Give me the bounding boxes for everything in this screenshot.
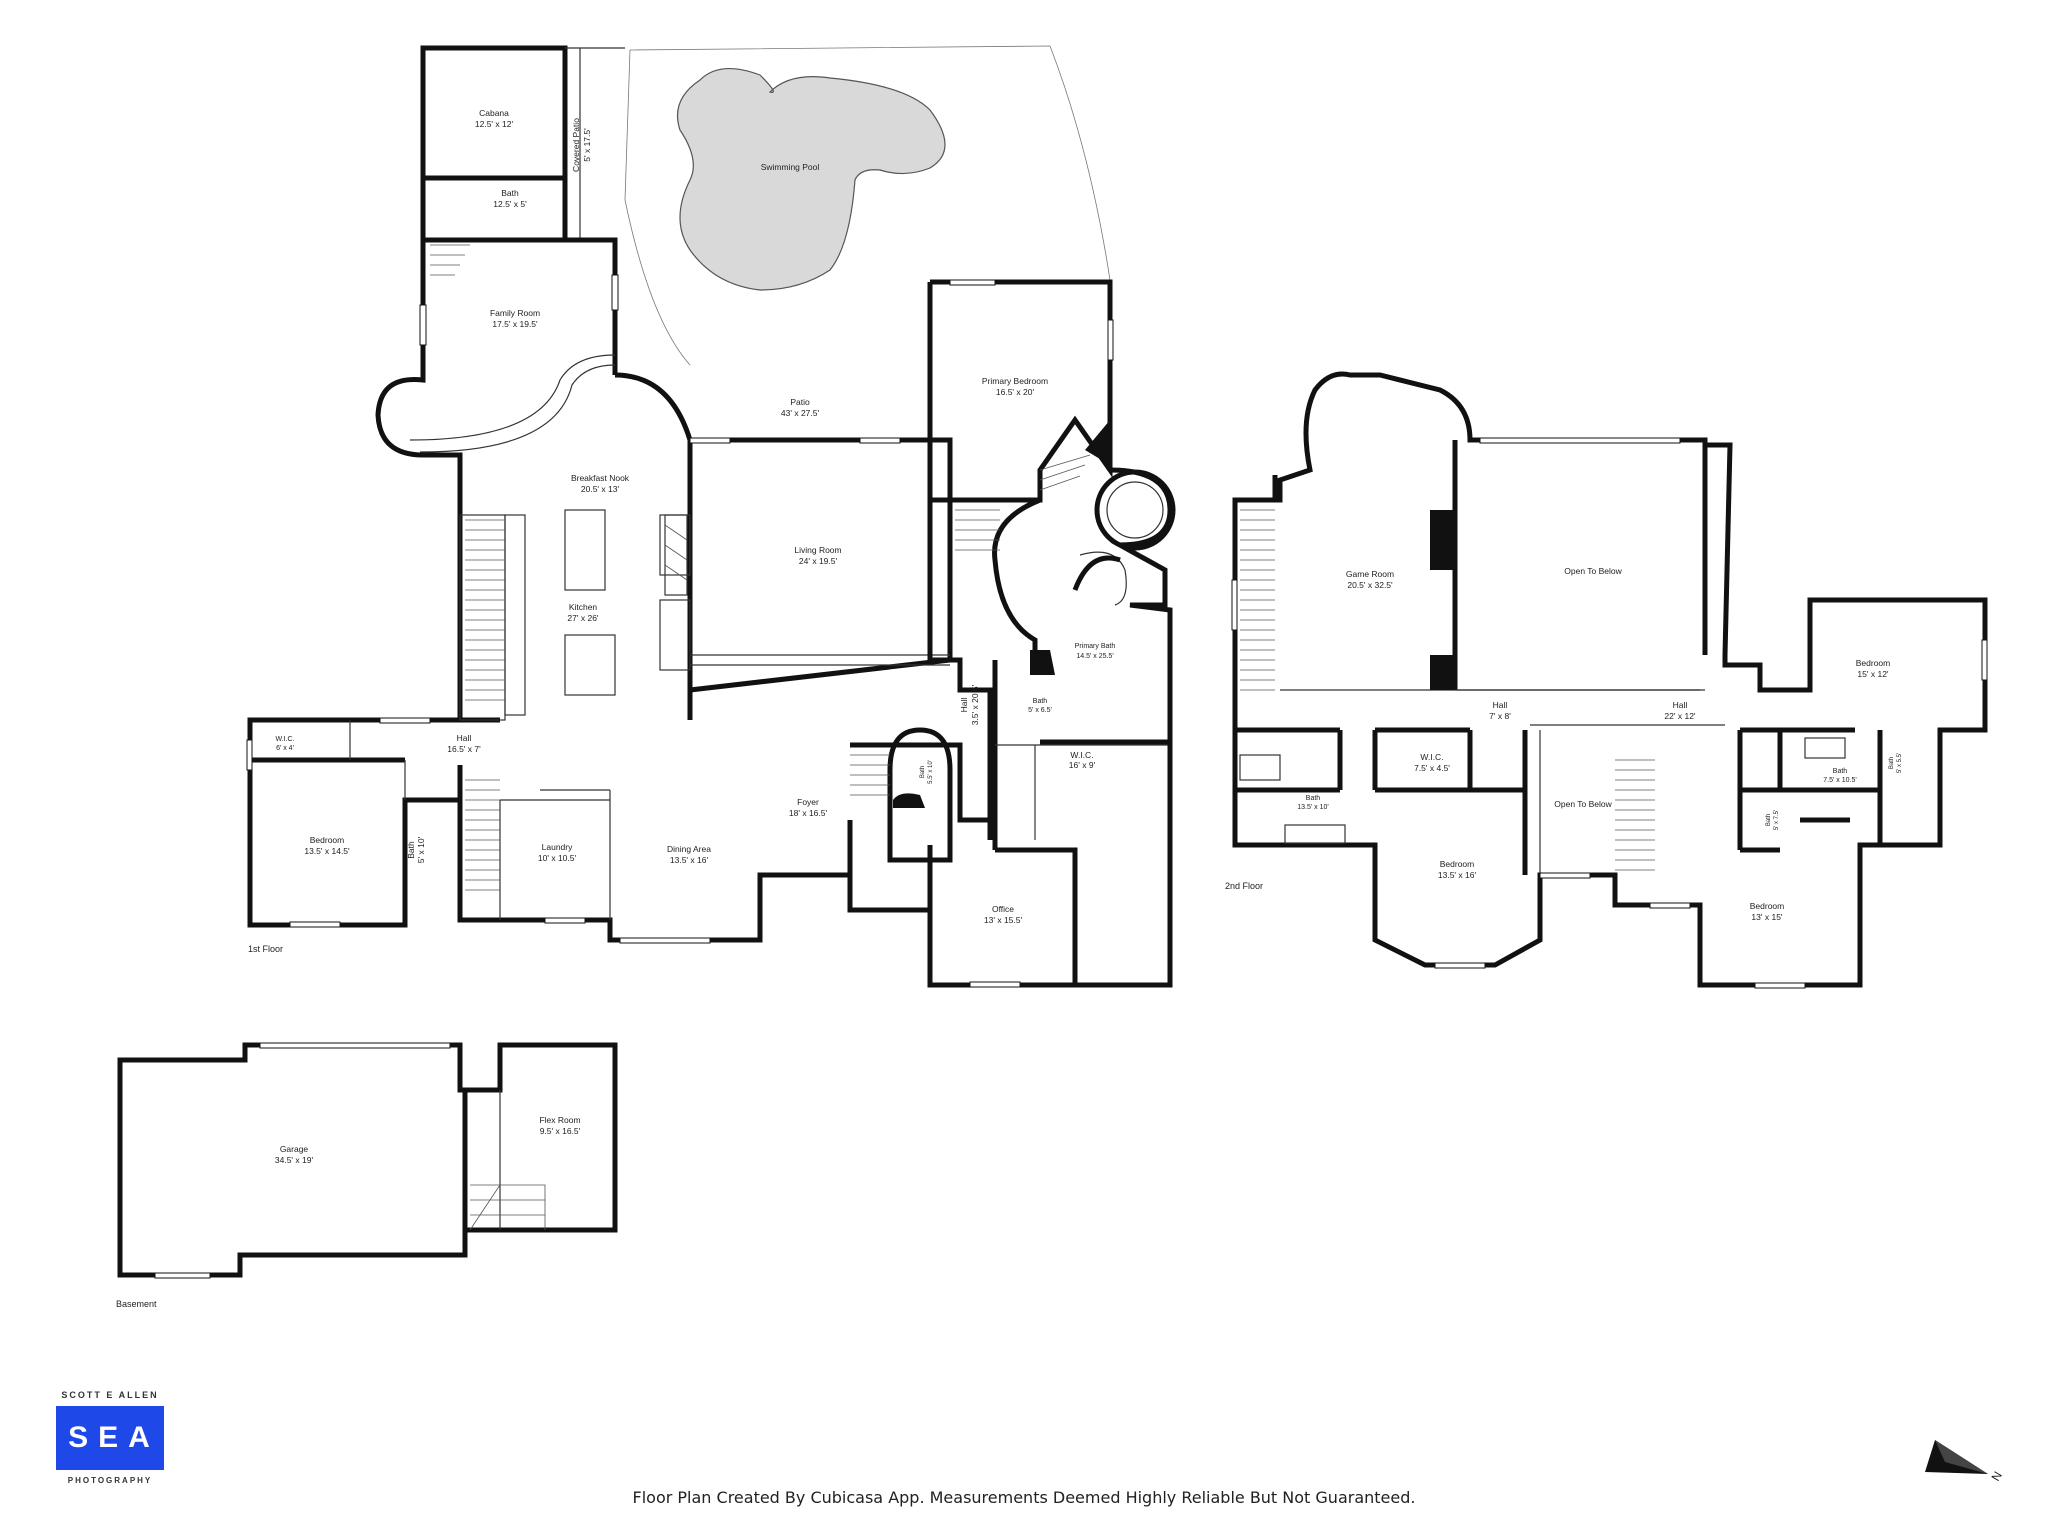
rooms-laundry-name-label: Laundry bbox=[542, 842, 573, 852]
compass_letter-label: N bbox=[1988, 1469, 2004, 1484]
second-floor-label: 2nd Floor bbox=[1225, 881, 1263, 891]
pool-label: Swimming Pool bbox=[761, 162, 820, 172]
rooms-cabana_bath-dim-label: 12.5' x 5' bbox=[493, 199, 527, 209]
rooms-wic_75-name-label: W.I.C. bbox=[1420, 752, 1443, 762]
rooms-covered_patio-dim-label: 5' x 17.5' bbox=[582, 128, 592, 162]
rooms-primary_bath-dim-label: 14.5' x 25.5' bbox=[1076, 653, 1113, 660]
rooms-bedroom_15x12-name-label: Bedroom bbox=[1856, 658, 1891, 668]
rooms-primary_bedroom-name-label: Primary Bedroom bbox=[982, 376, 1048, 386]
logo-top-text: SCOTT E ALLEN bbox=[61, 1390, 159, 1400]
rooms-kitchen-name-label: Kitchen bbox=[569, 602, 598, 612]
rooms-hall_1-name-label: Hall bbox=[457, 733, 472, 743]
second-floor bbox=[1231, 371, 1988, 989]
logo: SCOTT E ALLEN SEA PHOTOGRAPHY bbox=[50, 1390, 170, 1485]
rooms-garage-name-label: Garage bbox=[280, 1144, 309, 1154]
rooms-foyer-name-label: Foyer bbox=[797, 797, 819, 807]
rooms-dining-dim-label: 13.5' x 16' bbox=[670, 855, 709, 865]
rooms-wic_6x4-dim-label: 6' x 4' bbox=[276, 745, 294, 752]
rooms-living_room-name-label: Living Room bbox=[794, 545, 841, 555]
rooms-hall_vert-name-label: Hall bbox=[959, 698, 969, 713]
rooms-wic_6x4-name-label: W.I.C. bbox=[275, 736, 294, 743]
rooms-bath_5x10-name-label: Bath bbox=[406, 841, 416, 859]
rooms-primary_bedroom-dim-label: 16.5' x 20' bbox=[996, 387, 1035, 397]
rooms-living_room-dim-label: 24' x 19.5' bbox=[799, 556, 838, 566]
rooms-laundry-dim-label: 10' x 10.5' bbox=[538, 853, 577, 863]
rooms-family_room-name-label: Family Room bbox=[490, 308, 540, 318]
basement-label: Basement bbox=[116, 1299, 157, 1309]
rooms-garage-dim-label: 34.5' x 19' bbox=[275, 1155, 314, 1165]
rooms-breakfast_nook-name-label: Breakfast Nook bbox=[571, 473, 630, 483]
rooms-bath_135-name-label: Bath bbox=[1306, 795, 1321, 802]
rooms-open_below_2-name-label: Open To Below bbox=[1554, 799, 1612, 809]
rooms-cabana_bath-name-label: Bath bbox=[501, 188, 519, 198]
first-floor-label: 1st Floor bbox=[248, 944, 283, 954]
rooms-wic_16x9-dim-label: 16' x 9' bbox=[1069, 760, 1096, 770]
logo-mark: SEA bbox=[56, 1406, 164, 1470]
rooms-bath_5x10-dim-label: 5' x 10' bbox=[416, 836, 426, 863]
disclaimer-footer: Floor Plan Created By Cubicasa App. Meas… bbox=[632, 1488, 1416, 1507]
first-floor bbox=[246, 45, 1176, 988]
rooms-hall_1-dim-label: 16.5' x 7' bbox=[447, 744, 481, 754]
rooms-bedroom_13x15-name-label: Bedroom bbox=[1750, 901, 1785, 911]
rooms-bath_5x55-name-label: Bath bbox=[1889, 757, 1895, 769]
basement-floor bbox=[117, 1042, 618, 1279]
rooms-foyer-dim-label: 18' x 16.5' bbox=[789, 808, 828, 818]
rooms-bath_135-dim-label: 13.5' x 10' bbox=[1297, 804, 1328, 811]
rooms-dining-name-label: Dining Area bbox=[667, 844, 711, 854]
rooms-wic_16x9-name-label: W.I.C. bbox=[1070, 750, 1093, 760]
cabana-label: Cabana bbox=[479, 108, 509, 118]
logo-bottom-text: PHOTOGRAPHY bbox=[67, 1476, 153, 1485]
rooms-family_room-dim-label: 17.5' x 19.5' bbox=[492, 319, 538, 329]
north-arrow-icon: N bbox=[1925, 1440, 2005, 1484]
rooms-bath_5x55-dim-label: 5' x 5.5' bbox=[1897, 753, 1903, 773]
rooms-hall_7x8-name-label: Hall bbox=[1493, 700, 1508, 710]
rooms-bedroom_13x15-dim-label: 13' x 15' bbox=[1751, 912, 1783, 922]
rooms-primary_bath-name-label: Primary Bath bbox=[1075, 643, 1116, 650]
rooms-hall_vert-dim-label: 3.5' x 20.5' bbox=[970, 684, 980, 725]
rooms-cabana-dim-label: 12.5' x 12' bbox=[475, 119, 514, 129]
rooms-office-dim-label: 13' x 15.5' bbox=[984, 915, 1023, 925]
rooms-bedroom_15x12-dim-label: 15' x 12' bbox=[1857, 669, 1889, 679]
rooms-bedroom_1-name-label: Bedroom bbox=[310, 835, 345, 845]
rooms-bath_5x75-name-label: Bath bbox=[1766, 814, 1772, 826]
rooms-game_room-name-label: Game Room bbox=[1346, 569, 1394, 579]
rooms-hall_22x12-dim-label: 22' x 12' bbox=[1664, 711, 1696, 721]
rooms-bath_75x105-dim-label: 7.5' x 10.5' bbox=[1823, 777, 1856, 784]
rooms-bath_5x65-dim-label: 5' x 6.5' bbox=[1028, 707, 1052, 714]
rooms-flex_room-name-label: Flex Room bbox=[539, 1115, 580, 1125]
rooms-wic_75-dim-label: 7.5' x 4.5' bbox=[1414, 763, 1450, 773]
rooms-half_bath-dim-label: 5.5' x 10' bbox=[928, 760, 934, 784]
rooms-flex_room-dim-label: 9.5' x 16.5' bbox=[540, 1126, 581, 1136]
room-labels: Cabana 12.5' x 12' Bath 12.5' x 5' Cover… bbox=[116, 108, 1903, 1309]
rooms-patio-name-label: Patio bbox=[790, 397, 810, 407]
rooms-half_bath-name-label: Bath bbox=[920, 766, 926, 778]
rooms-kitchen-dim-label: 27' x 26' bbox=[567, 613, 599, 623]
rooms-covered_patio-name-label: Covered Patio bbox=[571, 118, 581, 172]
rooms-hall_7x8-dim-label: 7' x 8' bbox=[1489, 711, 1511, 721]
swimming-pool bbox=[676, 67, 946, 291]
rooms-hall_22x12-name-label: Hall bbox=[1673, 700, 1688, 710]
rooms-office-name-label: Office bbox=[992, 904, 1014, 914]
rooms-game_room-dim-label: 20.5' x 32.5' bbox=[1347, 580, 1393, 590]
rooms-patio-dim-label: 43' x 27.5' bbox=[781, 408, 820, 418]
rooms-open_below_1-name-label: Open To Below bbox=[1564, 566, 1622, 576]
rooms-bedroom_135x16-name-label: Bedroom bbox=[1440, 859, 1475, 869]
rooms-bath_5x75-dim-label: 5' x 7.5' bbox=[1774, 810, 1780, 830]
rooms-bedroom_135x16-dim-label: 13.5' x 16' bbox=[1438, 870, 1477, 880]
rooms-bedroom_1-dim-label: 13.5' x 14.5' bbox=[304, 846, 350, 856]
rooms-bath_75x105-name-label: Bath bbox=[1833, 768, 1848, 775]
rooms-bath_5x65-name-label: Bath bbox=[1033, 698, 1048, 705]
rooms-breakfast_nook-dim-label: 20.5' x 13' bbox=[581, 484, 620, 494]
